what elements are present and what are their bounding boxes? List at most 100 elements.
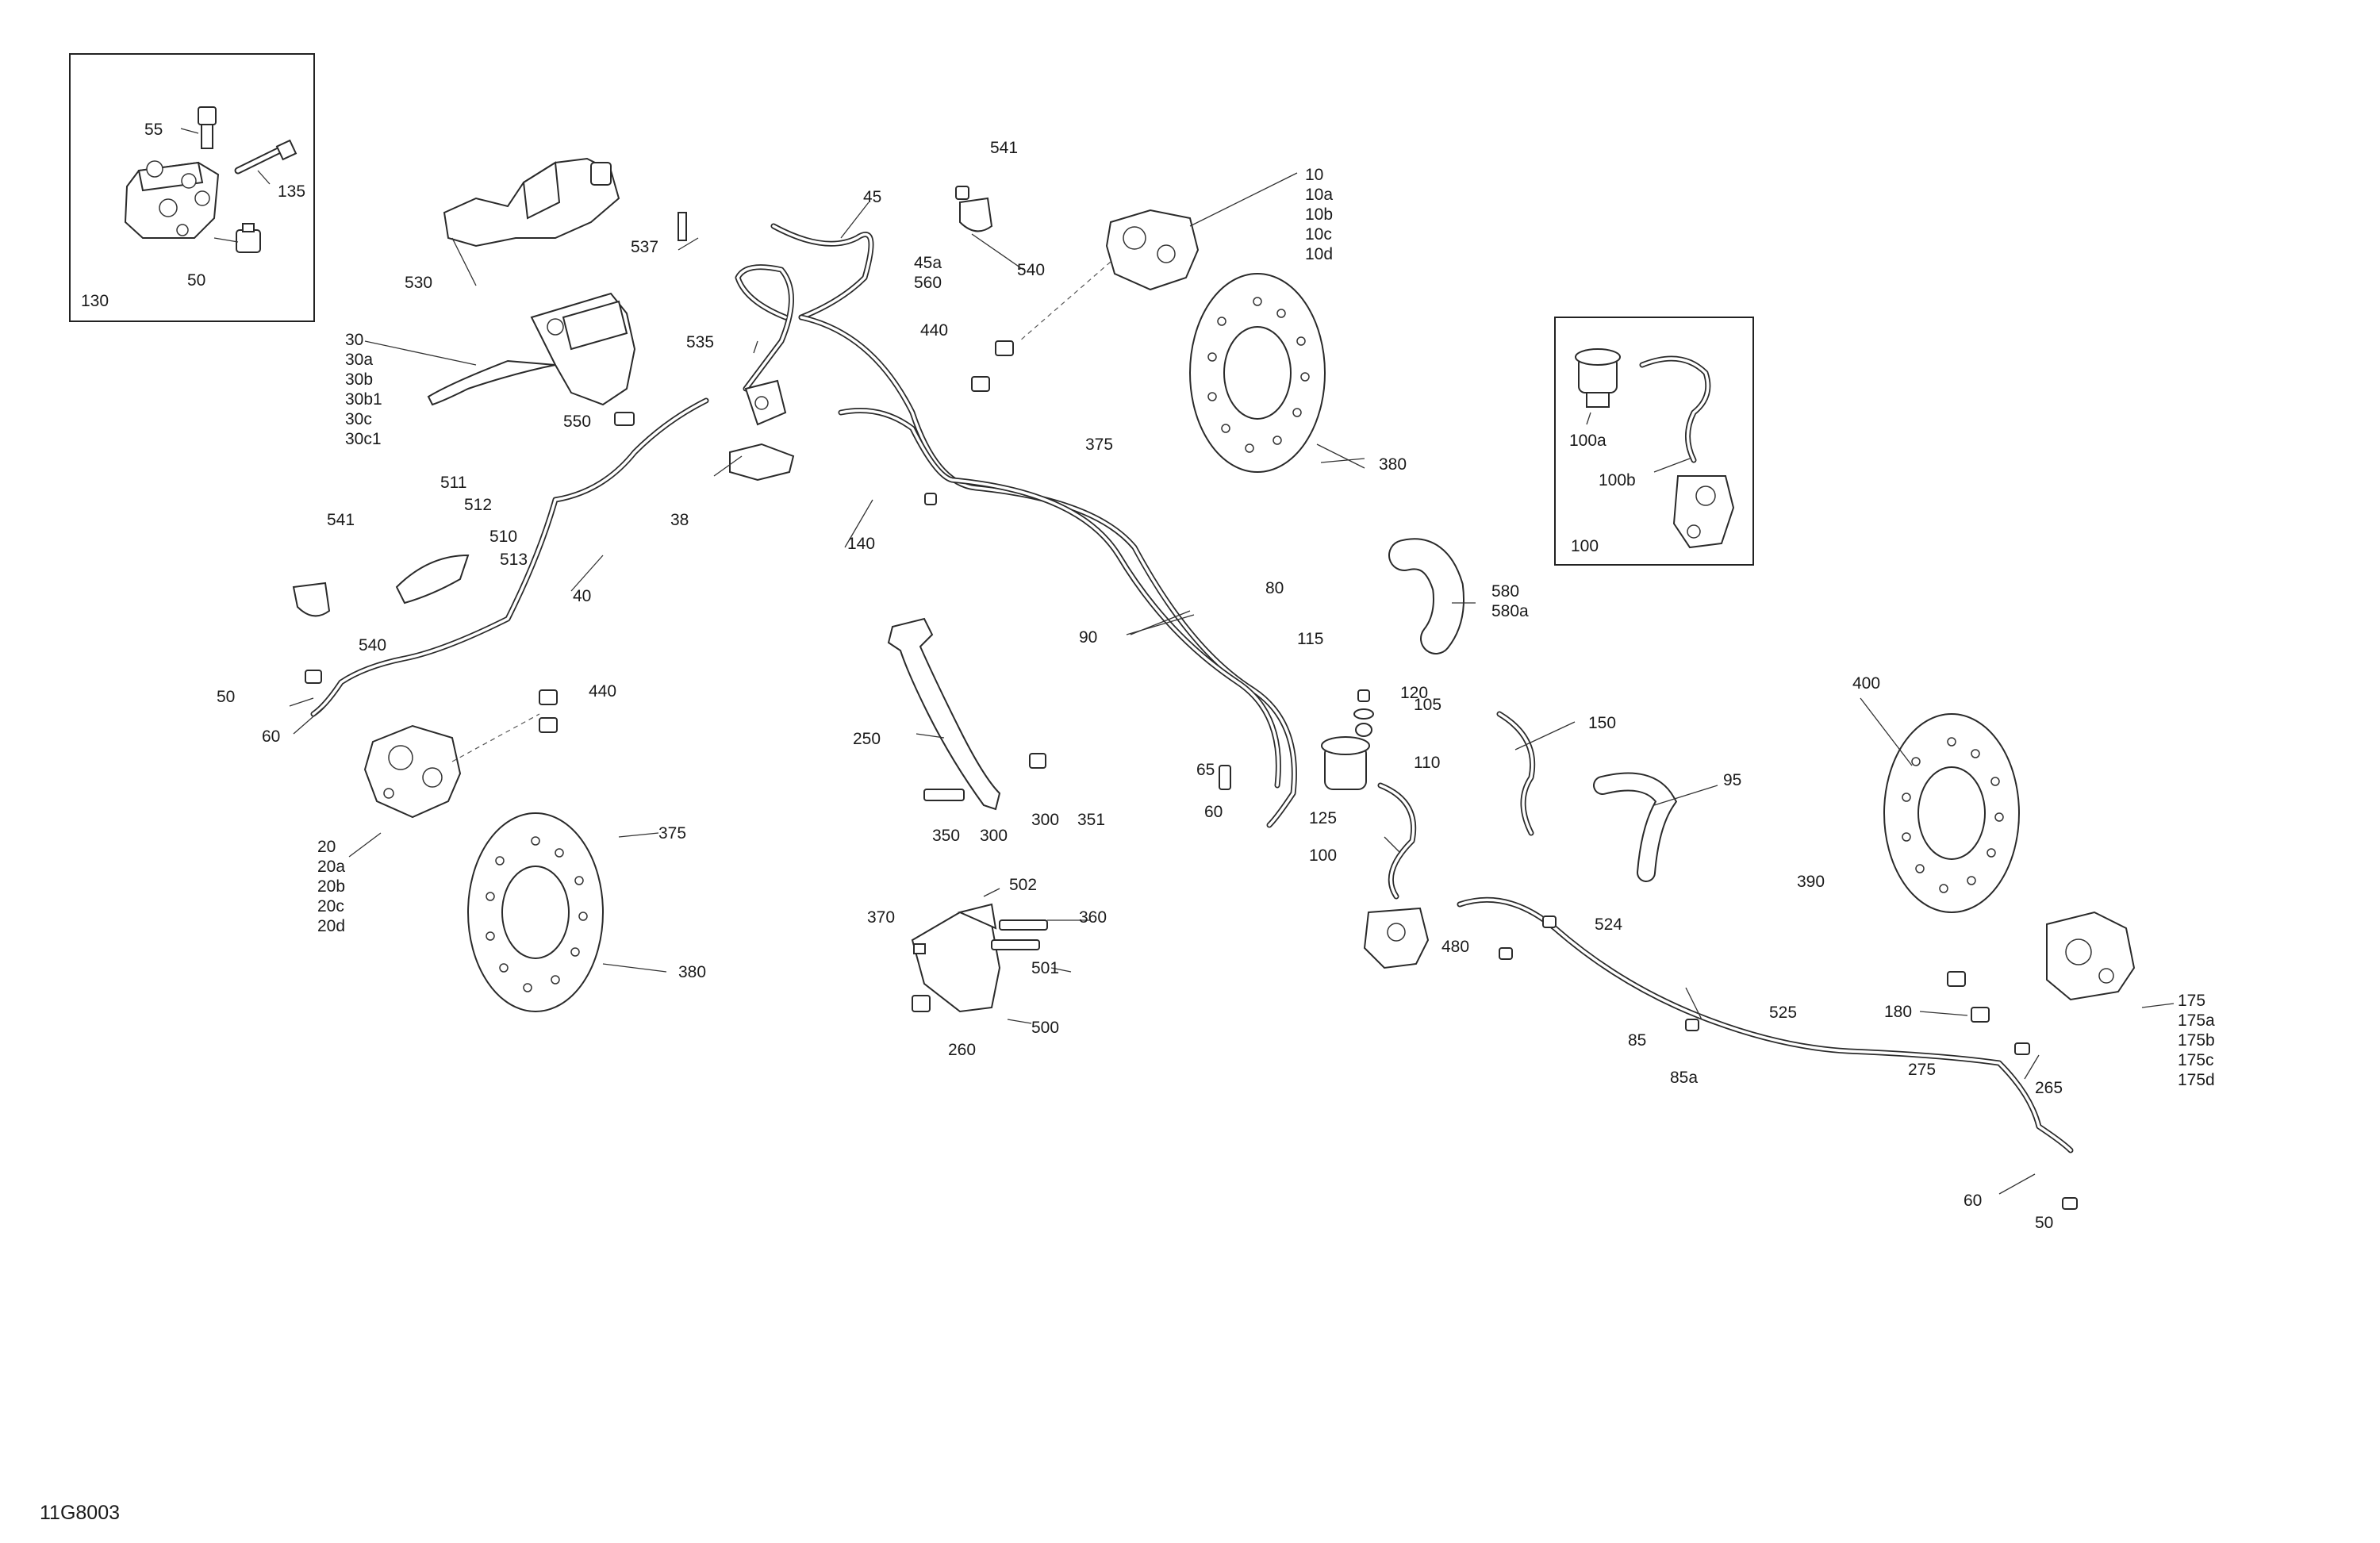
callout-20b: 20b [317, 877, 345, 896]
callout-560: 560 [914, 274, 942, 292]
callout-440-top: 440 [920, 321, 948, 340]
callout-115: 115 [1297, 630, 1323, 648]
callout-100b: 100b [1599, 471, 1636, 489]
callout-30c: 30c [345, 410, 372, 428]
callout-30c1: 30c1 [345, 430, 382, 448]
callout-80: 80 [1265, 579, 1284, 597]
inset-box-130: 55 135 50 130 [69, 53, 315, 322]
callout-95: 95 [1723, 771, 1741, 789]
callout-380-top: 380 [1379, 455, 1407, 474]
brake-hoses [310, 223, 2074, 1153]
callout-260: 260 [948, 1041, 976, 1059]
callout-513: 513 [500, 551, 528, 569]
proportioning-valve-part [124, 160, 220, 239]
callout-440-bottom: 440 [589, 682, 616, 700]
callout-130: 130 [81, 292, 109, 310]
callout-85a: 85a [1670, 1069, 1698, 1087]
callout-50-right: 50 [2035, 1214, 2053, 1232]
callout-140: 140 [847, 535, 875, 553]
callout-60-mid: 60 [1204, 803, 1223, 821]
callout-135: 135 [278, 182, 305, 201]
callout-360: 360 [1079, 908, 1107, 927]
brake-pedal-250-part [887, 617, 1001, 811]
callout-580: 580 [1491, 582, 1519, 601]
callout-50-left: 50 [217, 688, 235, 706]
brake-disc-380-bottom-part [467, 812, 604, 1012]
callout-350: 350 [932, 827, 960, 845]
callout-175b: 175b [2178, 1031, 2215, 1050]
pedal-bracket-500-part [911, 903, 1001, 1013]
callout-524: 524 [1595, 915, 1622, 934]
callout-30: 30 [345, 331, 363, 349]
callout-275: 275 [1908, 1061, 1936, 1079]
inset-box-100: 100a 100b 100 [1554, 317, 1754, 566]
callout-300-a: 300 [980, 827, 1008, 845]
clamp-540-top-part [959, 197, 993, 232]
banjo-bolt-55-part [198, 106, 217, 149]
hand-lever-30-part [427, 292, 636, 406]
clamp-540-left-part [292, 582, 331, 617]
cover-510-part [395, 554, 470, 605]
callout-105: 105 [1414, 696, 1441, 714]
callout-10b: 10b [1305, 205, 1333, 224]
callout-100-inset: 100 [1571, 537, 1599, 555]
hose-95-part [1593, 772, 1678, 882]
callout-20a: 20a [317, 858, 345, 876]
callout-40: 40 [573, 587, 591, 605]
callout-375-top: 375 [1085, 436, 1113, 454]
master-cylinder-125-part [1321, 736, 1370, 790]
callout-90: 90 [1079, 628, 1097, 647]
callout-10: 10 [1305, 166, 1323, 184]
callout-30b: 30b [345, 370, 373, 389]
callout-540-top: 540 [1017, 261, 1045, 279]
callout-120: 120 [1400, 684, 1428, 702]
callout-20c: 20c [317, 897, 344, 915]
callout-10a: 10a [1305, 186, 1333, 204]
callout-390: 390 [1797, 873, 1825, 891]
callout-511: 511 [440, 474, 466, 492]
callout-300-b: 300 [1031, 811, 1059, 829]
callout-20: 20 [317, 838, 336, 856]
callout-100: 100 [1309, 846, 1337, 865]
callout-labels: 10 10a 10b 10c 10d 20 20a 20b 20c 20d 30… [217, 139, 2215, 1232]
callout-180: 180 [1884, 1003, 1912, 1021]
callout-535: 535 [686, 333, 714, 351]
callout-530: 530 [405, 274, 432, 292]
callout-550: 550 [563, 413, 591, 431]
callout-30b1: 30b1 [345, 390, 382, 409]
callout-512: 512 [464, 496, 492, 514]
callout-85: 85 [1628, 1031, 1646, 1050]
callout-38: 38 [670, 511, 689, 529]
long-bolt-135-part [234, 139, 298, 175]
caliper-20-part [363, 724, 462, 819]
callout-60-right: 60 [1964, 1192, 1982, 1210]
callout-65: 65 [1196, 761, 1215, 779]
callout-175c: 175c [2178, 1051, 2214, 1069]
callout-500: 500 [1031, 1019, 1059, 1037]
brake-disc-380-top-part [1189, 273, 1326, 473]
callout-265: 265 [2035, 1079, 2063, 1097]
callout-45: 45 [863, 188, 881, 206]
callout-110: 110 [1414, 754, 1440, 772]
callout-175: 175 [2178, 992, 2205, 1010]
callout-175a: 175a [2178, 1011, 2215, 1030]
callout-502: 502 [1009, 876, 1037, 894]
callout-250: 250 [853, 730, 881, 748]
callout-400: 400 [1852, 674, 1880, 693]
callout-537: 537 [631, 238, 658, 256]
callout-541-left: 541 [327, 511, 355, 529]
reservoir-100a-part [1575, 348, 1621, 408]
callout-351: 351 [1077, 811, 1105, 829]
master-cylinder-100b-part [1672, 475, 1735, 549]
callout-501: 501 [1031, 959, 1059, 977]
callout-100a: 100a [1569, 432, 1606, 450]
caliper-175-part [2046, 911, 2136, 1001]
callout-370: 370 [867, 908, 895, 927]
callout-175d: 175d [2178, 1071, 2215, 1089]
callout-10c: 10c [1305, 225, 1332, 244]
caliper-10-part [1105, 209, 1200, 291]
callout-580a: 580a [1491, 602, 1529, 620]
callout-380-bottom: 380 [678, 963, 706, 981]
valve-block-38-part [729, 379, 795, 482]
